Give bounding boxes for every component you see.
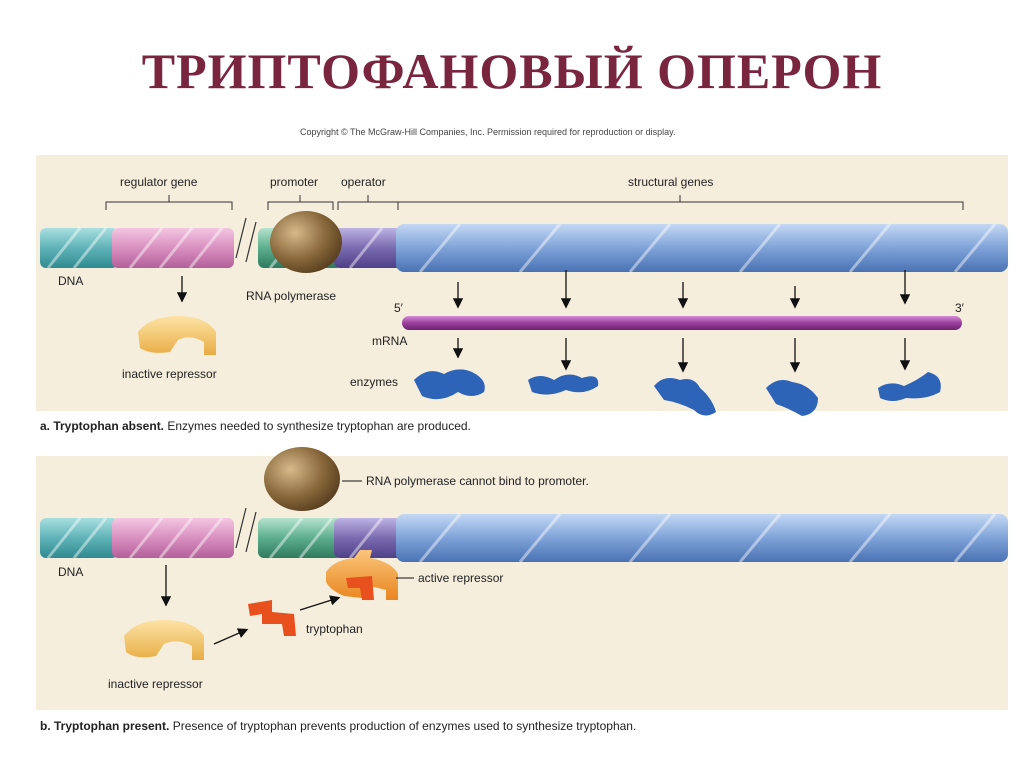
transcription-arrows bbox=[452, 270, 911, 309]
panel-b-background bbox=[36, 456, 1008, 710]
active-repressor bbox=[326, 550, 398, 600]
label-operator: operator bbox=[341, 175, 386, 189]
rna-polymerase-b bbox=[264, 447, 340, 511]
caption-b-bold: b. Tryptophan present. bbox=[40, 719, 169, 733]
label-five-prime: 5′ bbox=[394, 301, 404, 315]
label-three-prime: 3′ bbox=[955, 301, 965, 315]
translation-arrows bbox=[452, 338, 911, 373]
tryptophan-bound bbox=[346, 576, 374, 600]
label-regulator-gene: regulator gene bbox=[120, 175, 198, 189]
enzyme-4 bbox=[766, 380, 818, 416]
tryptophan-free bbox=[248, 600, 296, 636]
inactive-repressor-b bbox=[124, 620, 204, 660]
label-promoter: promoter bbox=[270, 175, 318, 189]
enzyme-2 bbox=[528, 374, 599, 395]
panel-a-background bbox=[36, 155, 1008, 411]
label-dna-b: DNA bbox=[58, 565, 83, 579]
label-tryptophan: tryptophan bbox=[306, 622, 363, 636]
label-inactive-repressor-b: inactive repressor bbox=[108, 677, 203, 691]
inactive-repressor-a bbox=[138, 316, 216, 355]
enzyme-1 bbox=[414, 369, 485, 400]
slide-title: ТРИПТОФАНОВЫЙ ОПЕРОН bbox=[141, 43, 883, 99]
caption-b-rest: Presence of tryptophan prevents producti… bbox=[169, 719, 636, 733]
enzyme-3 bbox=[654, 378, 716, 416]
label-enzymes: enzymes bbox=[350, 375, 398, 389]
dna-strand-b bbox=[40, 507, 1008, 563]
label-rna-polymerase-cannot-bind: RNA polymerase cannot bind to promoter. bbox=[366, 474, 589, 488]
enzyme-5 bbox=[878, 372, 941, 401]
enzymes bbox=[414, 369, 941, 416]
caption-b: b. Tryptophan present. Presence of trypt… bbox=[40, 719, 636, 733]
label-dna-a: DNA bbox=[58, 274, 83, 288]
caption-a-bold: a. Tryptophan absent. bbox=[40, 419, 164, 433]
label-inactive-repressor-a: inactive repressor bbox=[122, 367, 217, 381]
gene-brackets-a bbox=[105, 195, 964, 210]
label-rna-polymerase: RNA polymerase bbox=[246, 289, 336, 303]
copyright-notice: Copyright © The McGraw-Hill Companies, I… bbox=[300, 127, 676, 137]
rna-polymerase-a bbox=[270, 211, 342, 273]
caption-a-rest: Enzymes needed to synthesize tryptophan … bbox=[164, 419, 471, 433]
label-mrna: mRNA bbox=[372, 334, 407, 348]
caption-a: a. Tryptophan absent. Enzymes needed to … bbox=[40, 419, 471, 433]
label-structural-genes: structural genes bbox=[628, 175, 713, 189]
mrna-strand bbox=[402, 316, 962, 330]
label-active-repressor: active repressor bbox=[418, 571, 503, 585]
